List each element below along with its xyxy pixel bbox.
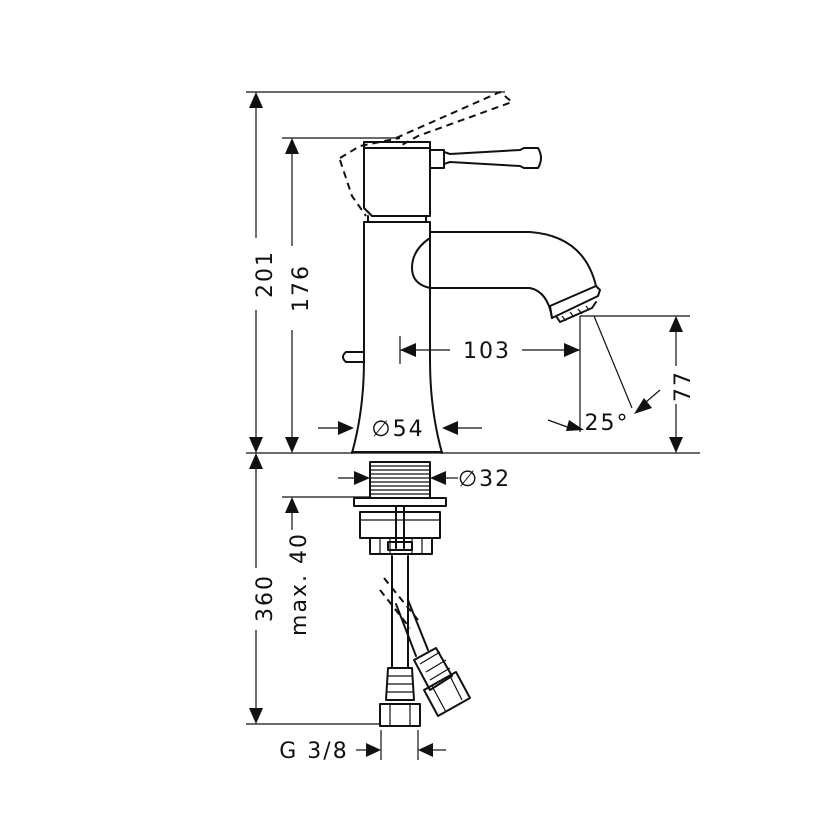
label-diameter-54: ∅54 [371, 417, 424, 442]
supply-hoses [379, 555, 471, 727]
dimension-diameter-54 [318, 421, 482, 435]
label-103: 103 [463, 339, 511, 364]
label-angle: 25° [585, 411, 630, 436]
label-360: 360 [253, 574, 278, 622]
dimension-g38 [356, 743, 446, 757]
dimension-103 [399, 316, 581, 432]
dimension-diameter-32 [338, 471, 458, 485]
extension-lines [246, 91, 700, 760]
dimension-176 [285, 138, 299, 453]
mounting-shank [353, 461, 447, 555]
dimension-360 [249, 453, 263, 724]
label-g38: G 3/8 [279, 739, 348, 764]
label-176: 176 [289, 264, 314, 312]
label-77: 77 [671, 370, 696, 402]
label-201: 201 [253, 250, 278, 298]
dimension-angle [547, 315, 661, 431]
dimension-max40 [285, 497, 299, 530]
dimension-77 [669, 316, 683, 453]
faucet-body [342, 141, 601, 454]
label-diameter-32: ∅32 [458, 467, 511, 492]
label-max40: max. 40 [287, 532, 312, 636]
lever-dashed-positions [339, 90, 514, 217]
dimension-201 [249, 92, 263, 453]
